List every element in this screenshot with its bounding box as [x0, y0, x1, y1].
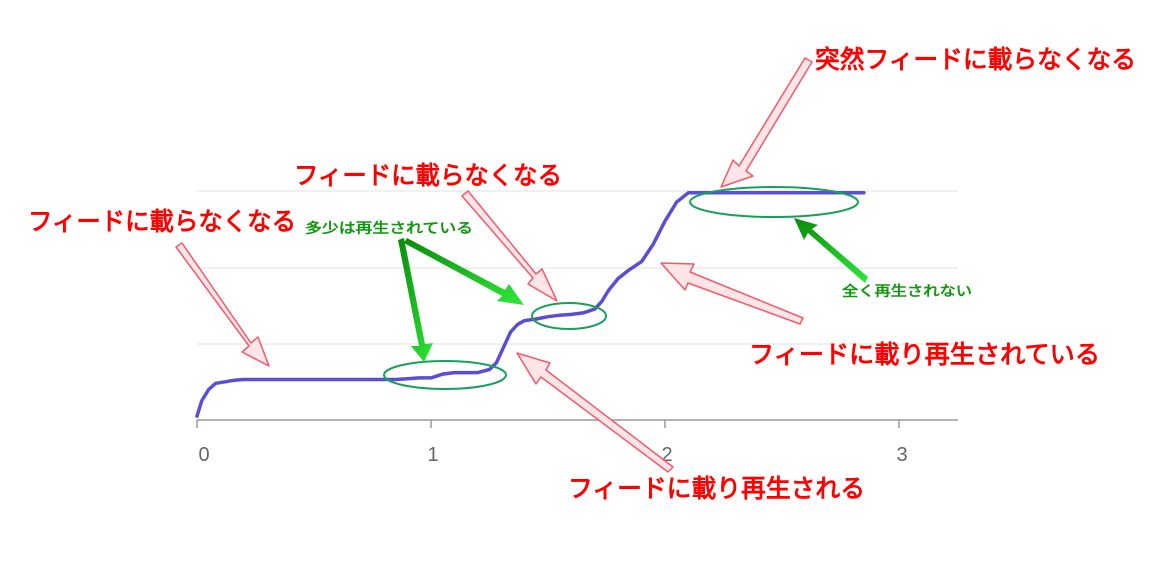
- x-tick-label: 1: [427, 444, 438, 466]
- gridlines: [197, 190, 958, 345]
- green-arrow: [794, 218, 868, 283]
- callout-arrow: [660, 262, 804, 325]
- callout-arrow: [461, 190, 558, 302]
- series-line: [195, 191, 866, 418]
- x-tick-label: 0: [198, 444, 209, 466]
- callout-arrow: [516, 352, 674, 473]
- highlight-ellipse: [383, 360, 507, 390]
- annotation-text: 全く再生されない: [841, 283, 972, 300]
- x-axis-ticks: 0 1 2 3: [196, 420, 908, 466]
- green-annotations: 多少は再生されている 全く再生されない: [305, 220, 972, 300]
- annotation-text: 突然フィードに載らなくなる: [815, 45, 1136, 74]
- callout-arrow: [175, 242, 270, 367]
- red-callout-arrows: [175, 57, 813, 473]
- green-arrows: [398, 218, 868, 362]
- annotation-text: フィードに載らなくなる: [28, 207, 296, 236]
- highlight-ellipse: [531, 302, 607, 330]
- callout-arrow: [720, 57, 813, 188]
- green-arrow: [404, 238, 524, 305]
- annotation-text: フィードに載らなくなる: [294, 161, 562, 190]
- annotation-text: 多少は再生されている: [305, 220, 473, 237]
- x-tick-label: 3: [896, 444, 907, 466]
- red-annotations: フィードに載らなくなる フィードに載らなくなる 突然フィードに載らなくなる フィ…: [28, 45, 1136, 503]
- highlight-ellipse: [689, 186, 859, 218]
- green-arrow: [398, 238, 433, 362]
- highlight-ellipses: [383, 186, 859, 390]
- annotation-text: フィードに載り再生されている: [749, 340, 1100, 369]
- x-tick-label: 2: [661, 444, 672, 466]
- annotation-text: フィードに載り再生される: [568, 474, 865, 503]
